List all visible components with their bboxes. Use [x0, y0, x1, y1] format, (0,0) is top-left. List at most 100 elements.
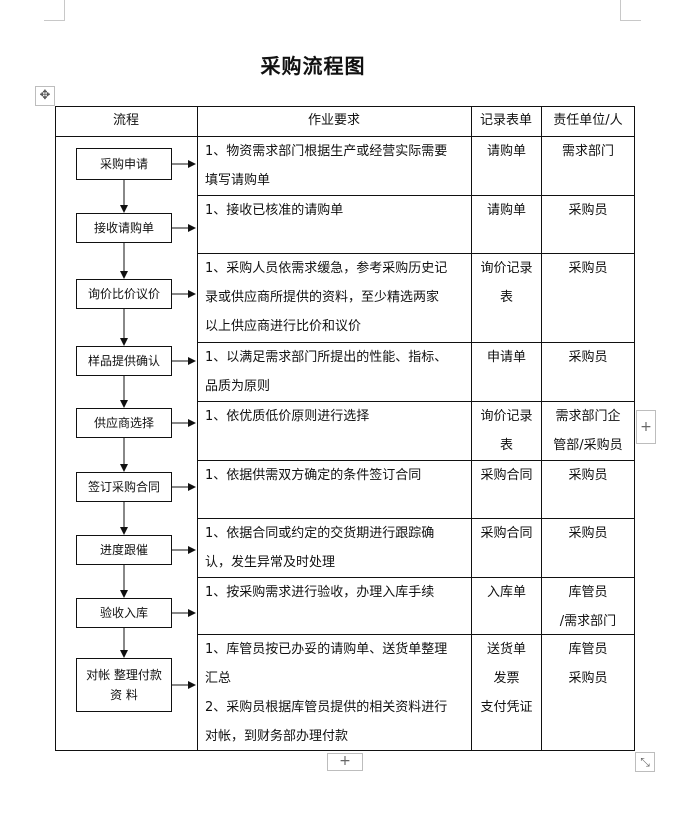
flow-step-box: 样品提供确认: [76, 346, 172, 376]
responsible-line: 采购员: [568, 261, 608, 276]
requirement-cell: 1、按采购需求进行验收，办理入库手续: [203, 578, 473, 607]
responsible-line: 管部/采购员: [553, 438, 623, 453]
flow-step-box: 询价比价议价: [76, 279, 172, 309]
requirement-cell: 1、接收已核准的请购单: [203, 196, 473, 225]
record-line: 采购合同: [480, 526, 533, 541]
responsible-line: 采购员: [568, 671, 608, 686]
requirement-line: 1、按采购需求进行验收，办理入库手续: [205, 585, 435, 600]
responsible-cell: 采购员: [541, 196, 635, 225]
requirement-line: 对帐，到财务部办理付款: [205, 729, 349, 744]
responsible-cell: 采购员: [541, 519, 635, 548]
requirement-line: 填写请购单: [205, 173, 271, 188]
flow-step-box: 验收入库: [76, 598, 172, 628]
requirement-cell: 1、依据供需双方确定的条件签订合同: [203, 461, 473, 490]
record-line: 采购合同: [480, 468, 533, 483]
responsible-cell: 采购员: [541, 343, 635, 372]
record-cell: 请购单: [472, 196, 541, 225]
flow-step-box: 签订采购合同: [76, 472, 172, 502]
flow-step-box: 进度跟催: [76, 535, 172, 565]
record-cell: 入库单: [472, 578, 541, 607]
header-requirement: 作业要求: [307, 113, 360, 128]
record-line: 入库单: [486, 585, 526, 600]
record-cell: 送货单发票支付凭证: [472, 635, 541, 722]
flow-step-label: 验收入库: [99, 606, 148, 620]
requirement-line: 汇总: [205, 671, 232, 686]
responsible-cell: 需求部门企管部/采购员: [541, 402, 635, 460]
responsible-line: /需求部门: [559, 614, 617, 629]
responsible-cell: 采购员: [541, 254, 635, 283]
add-column-plus-icon[interactable]: +: [636, 410, 656, 444]
responsible-line: 需求部门企: [555, 409, 621, 424]
requirement-cell: 1、以满足需求部门所提出的性能、指标、品质为原则: [203, 343, 473, 401]
requirement-cell: 1、采购人员依需求缓急，参考采购历史记录或供应商所提供的资料，至少精选两家以上供…: [203, 254, 473, 341]
record-line: 请购单: [486, 203, 526, 218]
requirement-line: 以上供应商进行比价和议价: [205, 319, 362, 334]
responsible-line: 库管员: [568, 642, 608, 657]
record-line: 申请单: [486, 350, 526, 365]
header-record: 记录表单: [479, 113, 532, 128]
flow-step-label: 进度跟催: [99, 543, 148, 557]
flow-step-box: 接收请购单: [76, 213, 172, 243]
flow-step-label: 样品提供确认: [87, 354, 160, 368]
responsible-cell: 库管员采购员: [541, 635, 635, 693]
requirement-line: 1、依据合同或约定的交货期进行跟踪确: [205, 526, 435, 541]
requirement-line: 1、库管员按已办妥的请购单、送货单整理: [205, 642, 448, 657]
page-corner-mark-right: [620, 0, 641, 21]
responsible-line: 库管员: [568, 585, 608, 600]
record-cell: 询价记录表: [472, 402, 541, 460]
record-cell: 采购合同: [472, 461, 541, 490]
page-corner-mark-left: [44, 0, 65, 21]
record-line: 发票: [493, 671, 520, 686]
flow-step-box: 采购申请: [76, 148, 172, 180]
responsible-line: 采购员: [568, 468, 608, 483]
add-row-plus-icon[interactable]: +: [327, 753, 363, 771]
requirement-line: 认，发生异常及时处理: [205, 555, 336, 570]
requirement-line: 1、依据供需双方确定的条件签订合同: [205, 468, 422, 483]
header-flow: 流程: [112, 113, 139, 128]
requirement-line: 2、采购员根据库管员提供的相关资料进行: [205, 700, 448, 715]
flow-step-label: 供应商选择: [93, 416, 154, 430]
record-cell: 询价记录表: [472, 254, 541, 312]
header-responsible: 责任单位/人: [553, 113, 623, 128]
requirement-line: 1、依优质低价原则进行选择: [205, 409, 370, 424]
requirement-line: 1、物资需求部门根据生产或经营实际需要: [205, 144, 448, 159]
requirement-line: 1、以满足需求部门所提出的性能、指标、: [205, 350, 448, 365]
record-line: 表: [499, 438, 513, 453]
responsible-line: 采购员: [568, 350, 608, 365]
table-resize-icon[interactable]: ⤡: [635, 752, 655, 772]
record-cell: 采购合同: [472, 519, 541, 548]
record-line: 支付凭证: [480, 700, 533, 715]
responsible-line: 需求部门: [561, 144, 614, 159]
flow-step-box: 对帐 整理付款 资 料: [76, 658, 172, 712]
flow-step-label: 接收请购单: [93, 221, 154, 235]
record-line: 表: [499, 290, 513, 305]
responsible-line: 采购员: [568, 203, 608, 218]
requirement-line: 1、采购人员依需求缓急，参考采购历史记: [205, 261, 448, 276]
record-line: 询价记录: [480, 261, 533, 276]
record-line: 询价记录: [480, 409, 533, 424]
table-border: [55, 106, 635, 751]
responsible-cell: 库管员/需求部门: [541, 578, 635, 636]
document-title: 采购流程图: [260, 54, 366, 78]
flow-step-box: 供应商选择: [76, 408, 172, 438]
record-line: 请购单: [486, 144, 526, 159]
requirement-line: 1、接收已核准的请购单: [205, 203, 344, 218]
requirement-cell: 1、依据合同或约定的交货期进行跟踪确认，发生异常及时处理: [203, 519, 473, 577]
flow-step-label: 采购申请: [99, 157, 148, 171]
requirement-line: 录或供应商所提供的资料，至少精选两家: [205, 290, 440, 305]
table-move-handle-icon[interactable]: ✥: [35, 86, 55, 106]
requirement-cell: 1、物资需求部门根据生产或经营实际需要填写请购单: [203, 137, 473, 195]
record-cell: 申请单: [472, 343, 541, 372]
responsible-cell: 需求部门: [541, 137, 635, 166]
flow-step-label: 对帐 整理付款 资 料: [86, 668, 162, 702]
requirement-cell: 1、库管员按已办妥的请购单、送货单整理汇总 2、采购员根据库管员提供的相关资料进行…: [203, 635, 473, 751]
procurement-table: 流程 作业要求 记录表单 责任单位/人 采购申请 1、物资需求部门根据生产或经营实…: [55, 106, 635, 751]
record-cell: 请购单: [472, 137, 541, 166]
responsible-cell: 采购员: [541, 461, 635, 490]
requirement-cell: 1、依优质低价原则进行选择: [203, 402, 473, 431]
responsible-line: 采购员: [568, 526, 608, 541]
record-line: 送货单: [486, 642, 526, 657]
flow-step-label: 询价比价议价: [87, 287, 160, 301]
requirement-line: 品质为原则: [205, 379, 271, 394]
table-grid: [55, 106, 635, 751]
